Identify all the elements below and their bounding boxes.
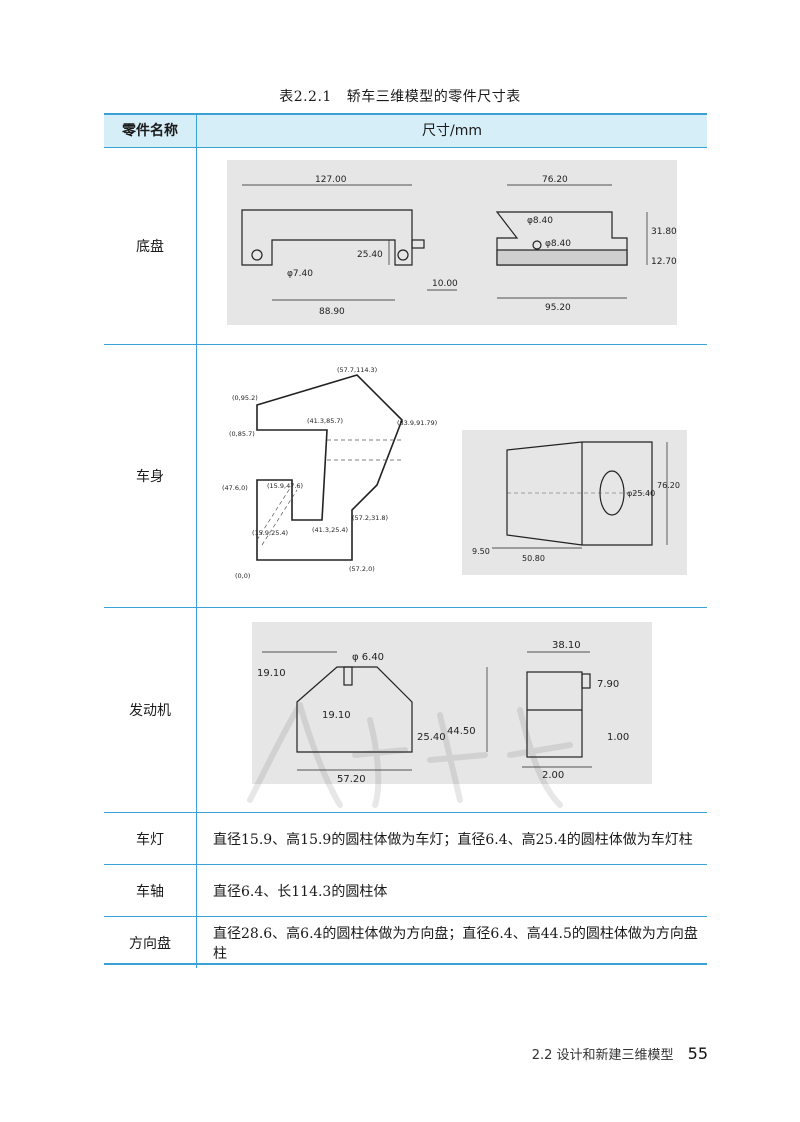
table-row-engine: 发动机 xyxy=(104,608,707,813)
engine-side-gap-label: 1.00 xyxy=(607,732,629,743)
chassis-side-hole2-label: φ8.40 xyxy=(545,239,571,249)
table-row-steering: 方向盘 直径28.6、高6.4的圆柱体做为方向盘；直径6.4、高44.5的圆柱体… xyxy=(104,917,707,968)
engine-left-label: 19.10 xyxy=(257,668,286,679)
body-side-height-label: 76.20 xyxy=(657,481,680,490)
body-point: (83.9,91.79) xyxy=(397,419,437,427)
body-point: (57.7,114.3) xyxy=(337,366,377,374)
part-name: 车身 xyxy=(136,469,164,485)
table-row-lights: 车灯 直径15.9、高15.9的圆柱体做为车灯；直径6.4、高25.4的圆柱体做… xyxy=(104,813,707,865)
engine-mid-label: 25.40 xyxy=(417,732,446,743)
table-title: 轿车三维模型的零件尺寸表 xyxy=(346,89,521,105)
body-point: (15.9,25.4) xyxy=(252,529,288,537)
chassis-width-label: 127.00 xyxy=(315,175,347,185)
engine-inner-label: 19.10 xyxy=(322,710,351,721)
body-profile-drawing: (57.7,114.3) (0,95.2) (41.3,85.7) (83.9,… xyxy=(217,360,447,585)
table-number: 表2.2.1 xyxy=(279,89,332,105)
body-point: (0,95.2) xyxy=(232,394,258,402)
body-side-svg: 76.20 φ25.40 9.50 50.80 xyxy=(472,441,680,563)
engine-hole-label: φ 6.40 xyxy=(352,652,384,663)
chassis-drawings: 127.00 25.40 φ7.40 10.00 88.90 76.20 φ8.… xyxy=(196,148,707,344)
engine-width-label: 57.20 xyxy=(337,774,366,784)
body-point: (57.2,31.8) xyxy=(352,514,388,522)
body-point: (0,0) xyxy=(235,572,250,580)
chassis-side-base-label: 12.70 xyxy=(651,257,677,267)
part-name: 车轴 xyxy=(136,883,164,900)
engine-side-width-label: 38.10 xyxy=(552,640,581,651)
chassis-hole-label: φ7.40 xyxy=(287,269,313,279)
header-dimensions: 尺寸/mm xyxy=(196,115,707,147)
table-row-axle: 车轴 直径6.4、长114.3的圆柱体 xyxy=(104,865,707,917)
body-point: (41.3,25.4) xyxy=(312,526,348,534)
body-side-low-label: 9.50 xyxy=(472,547,490,556)
engine-side-knob-label: 7.90 xyxy=(597,679,619,690)
chassis-drawing: 127.00 25.40 φ7.40 10.00 88.90 76.20 φ8.… xyxy=(227,160,677,325)
chassis-slot-label: 25.40 xyxy=(357,250,383,260)
chassis-side-hole1-label: φ8.40 xyxy=(527,216,553,226)
body-point: (15.9,47.6) xyxy=(267,482,303,490)
part-name: 底盘 xyxy=(136,239,164,255)
chassis-inner-label: 88.90 xyxy=(319,307,345,317)
chassis-svg: 127.00 25.40 φ7.40 10.00 88.90 76.20 φ8.… xyxy=(241,175,677,317)
body-drawings: (57.7,114.3) (0,95.2) (41.3,85.7) (83.9,… xyxy=(196,345,707,607)
engine-side-base-label: 2.00 xyxy=(542,770,564,781)
part-description: 直径28.6、高6.4的圆柱体做为方向盘；直径6.4、高44.5的圆柱体做为方向… xyxy=(196,917,707,968)
table-header: 零件名称 尺寸/mm xyxy=(104,113,707,148)
engine-svg: φ 6.40 19.10 19.10 25.40 44.50 57.20 38.… xyxy=(257,640,629,785)
engine-height-label: 44.50 xyxy=(447,726,476,737)
page-footer: 2.2 设计和新建三维模型 55 xyxy=(532,1044,708,1063)
header-part-name: 零件名称 xyxy=(122,123,178,139)
part-name: 方向盘 xyxy=(129,935,171,952)
table-bottom-rule xyxy=(104,963,707,965)
part-description: 直径6.4、长114.3的圆柱体 xyxy=(196,865,707,916)
chassis-side-width-label: 76.20 xyxy=(542,175,568,185)
body-profile-svg: (57.7,114.3) (0,95.2) (41.3,85.7) (83.9,… xyxy=(222,366,437,580)
page-number: 55 xyxy=(687,1044,708,1063)
dimension-table: 零件名称 尺寸/mm 底盘 xyxy=(104,113,707,968)
footer-section: 2.2 设计和新建三维模型 xyxy=(531,1048,674,1063)
chassis-pin-label: 10.00 xyxy=(432,279,458,289)
table-row-chassis: 底盘 xyxy=(104,148,707,345)
body-side-hole-label: φ25.40 xyxy=(627,489,655,498)
chassis-side-height-label: 31.80 xyxy=(651,227,677,237)
body-side-drawing: 76.20 φ25.40 9.50 50.80 xyxy=(462,430,687,575)
chassis-side-bottom-label: 95.20 xyxy=(545,303,571,313)
body-side-length-label: 50.80 xyxy=(522,554,545,563)
table-row-body: 车身 (57.7,114.3) (0,95.2) xyxy=(104,345,707,608)
body-point: (0,85.7) xyxy=(229,430,255,438)
part-description: 直径15.9、高15.9的圆柱体做为车灯；直径6.4、高25.4的圆柱体做为车灯… xyxy=(196,813,707,864)
body-point: (47.6,0) xyxy=(222,484,248,492)
engine-drawing: φ 6.40 19.10 19.10 25.40 44.50 57.20 38.… xyxy=(252,622,652,785)
engine-drawings: φ 6.40 19.10 19.10 25.40 44.50 57.20 38.… xyxy=(196,608,707,812)
part-name: 车灯 xyxy=(136,831,164,848)
part-name: 发动机 xyxy=(129,703,171,719)
body-point: (41.3,85.7) xyxy=(307,417,343,425)
body-point: (57.2,0) xyxy=(349,565,375,573)
table-caption: 表2.2.1 轿车三维模型的零件尺寸表 xyxy=(0,86,800,106)
